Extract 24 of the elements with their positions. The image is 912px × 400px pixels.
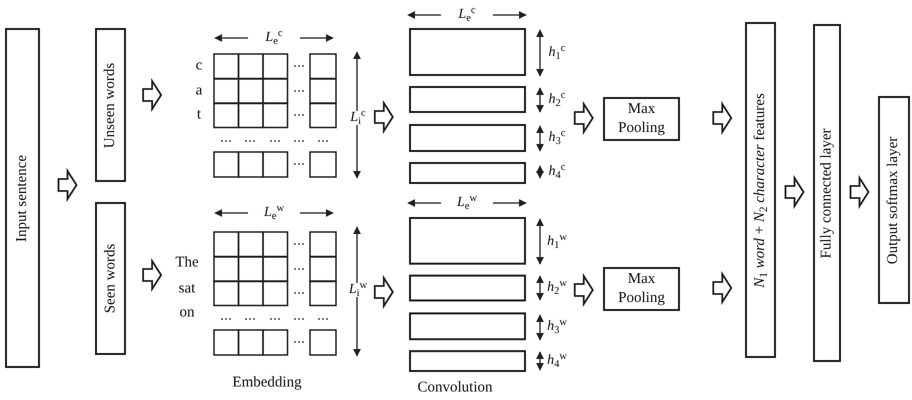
process-box: Max Pooling <box>603 267 680 311</box>
layer-box: Unseen words <box>95 28 126 182</box>
feature-map-stack-drawing <box>409 217 526 372</box>
caption-label: Convolution <box>418 380 492 396</box>
embedding-matrix-drawing <box>213 53 337 178</box>
block-arrow <box>374 100 394 134</box>
block-arrow <box>712 270 732 306</box>
layer-box: Input sentence <box>5 28 40 368</box>
block-arrow <box>142 78 162 112</box>
layer-box: Fully connected layer <box>813 24 841 362</box>
embedding-matrix-drawing <box>213 231 337 356</box>
caption-label: Embedding <box>232 376 302 390</box>
block-arrow <box>574 272 594 308</box>
block-arrow <box>784 174 805 210</box>
block-arrow <box>850 174 870 210</box>
block-arrow <box>374 274 394 310</box>
feature-map-stack-drawing <box>409 28 526 184</box>
process-box: Max Pooling <box>603 97 680 141</box>
layer-box: Output softmax layer <box>878 96 910 304</box>
block-arrow <box>712 100 732 136</box>
block-arrow <box>58 168 78 202</box>
block-arrow <box>142 258 162 292</box>
layer-box: Seen words <box>95 202 126 355</box>
block-arrow <box>574 100 594 136</box>
